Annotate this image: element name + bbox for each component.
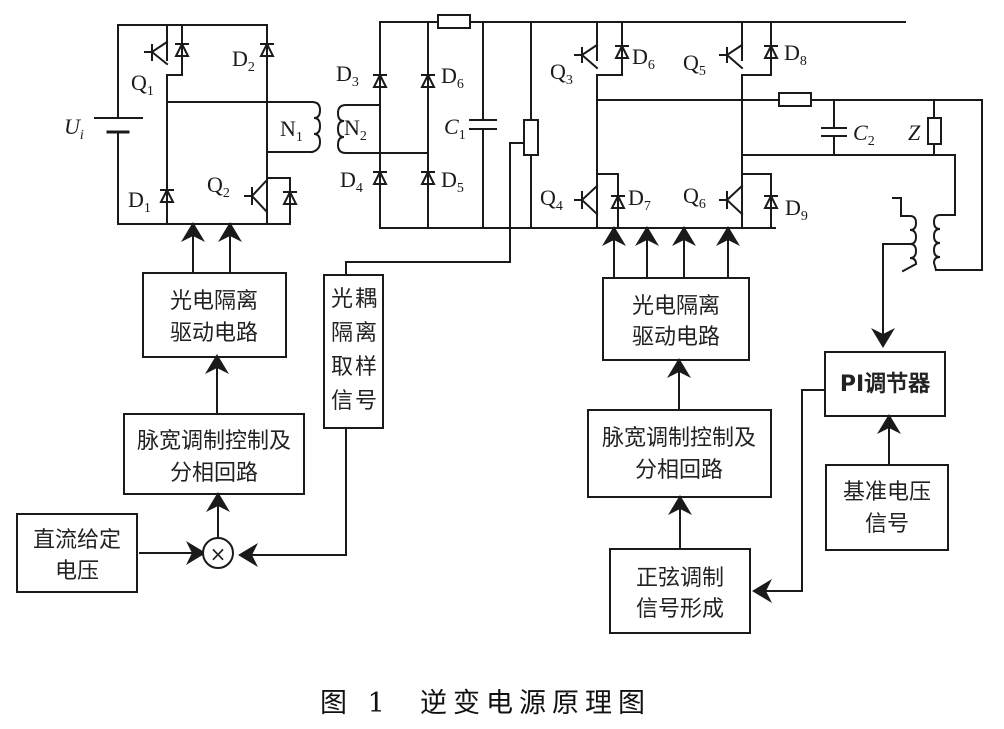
label-d7: D7	[628, 185, 651, 214]
diode-d1-icon	[159, 187, 175, 203]
label-q3: Q3	[550, 59, 573, 88]
label-q6: Q6	[683, 183, 706, 212]
igbt-q6-icon	[719, 184, 744, 216]
right-pwm-line1: 脉宽调制控制及	[602, 426, 756, 451]
pi-regulator-block	[824, 351, 946, 417]
sine-gen-line1: 正弦调制	[636, 566, 724, 591]
component-labels: Ui Q1 D2 N1 D1 Q2 D3 D6 N2 C1 D4 D5 Q3 D…	[64, 40, 921, 224]
label-d5: D5	[441, 167, 464, 196]
pi-label: PI调节器	[840, 372, 931, 397]
left-pwm-block	[123, 413, 305, 495]
diode-d6-rect-icon	[420, 72, 436, 88]
sine-gen-line2: 信号形成	[636, 597, 724, 622]
igbt-q2-icon	[244, 178, 269, 225]
sampling-resistor-icon	[523, 119, 539, 156]
igbt-q3-icon	[574, 43, 599, 70]
label-d6-bridge: D6	[632, 44, 655, 73]
capacitor-c2-icon	[821, 127, 847, 137]
diode-q1-antiparallel-icon	[174, 41, 190, 57]
diode-d7-icon	[610, 193, 626, 209]
label-d8: D8	[784, 40, 807, 69]
left-pwm-line1: 脉宽调制控制及	[137, 429, 291, 454]
diode-d8-icon	[763, 43, 779, 59]
diode-d9-icon	[763, 193, 779, 209]
dc-setpoint-block	[16, 513, 138, 593]
winding-n2-icon	[336, 104, 429, 154]
battery-icon	[94, 117, 143, 134]
dc-setpoint-line1: 直流给定	[33, 528, 121, 553]
right-driver-block	[602, 277, 750, 361]
load-z-icon	[927, 117, 942, 145]
capacitor-c1-icon	[469, 119, 497, 130]
label-ui: Ui	[64, 114, 84, 143]
label-q2: Q2	[207, 172, 230, 201]
label-d4: D4	[340, 167, 363, 196]
diode-d2-icon	[259, 41, 275, 57]
label-d9: D9	[785, 195, 808, 224]
svg-text:耦: 耦	[355, 287, 377, 312]
label-n1: N1	[280, 116, 303, 145]
block-labels: 光电隔离 驱动电路 脉宽调制控制及 分相回路 直流给定 电压 × 光 耦 隔 离…	[33, 287, 931, 622]
label-c1: C1	[444, 114, 466, 143]
diode-d5-icon	[420, 169, 436, 185]
svg-text:信: 信	[331, 389, 353, 414]
right-gate-arrows	[602, 226, 740, 279]
left-driver-line2: 驱动电路	[170, 321, 258, 346]
inverter-bridge	[574, 21, 983, 348]
svg-text:光: 光	[331, 287, 353, 312]
winding-n1-icon	[310, 100, 322, 154]
right-driver-line2: 驱动电路	[632, 325, 720, 350]
left-driver-block	[142, 272, 287, 358]
right-driver-line1: 光电隔离	[632, 294, 720, 319]
reference-block	[825, 464, 949, 551]
output-inductor-icon	[778, 92, 812, 107]
svg-text:隔: 隔	[331, 321, 353, 346]
optocoupler-block	[323, 274, 384, 429]
diode-q2-antiparallel-icon	[282, 189, 298, 205]
svg-text:样: 样	[355, 355, 377, 380]
right-pwm-block	[587, 409, 772, 498]
figure-number: 图 1	[320, 688, 391, 719]
label-d6-rect: D6	[441, 63, 464, 92]
diode-d4-icon	[372, 169, 388, 185]
label-d2: D2	[232, 46, 255, 75]
resistor-top-icon	[437, 14, 471, 29]
label-n2: N2	[344, 115, 367, 144]
dc-setpoint-line2: 电压	[55, 559, 99, 584]
multiplier-icon: ×	[210, 542, 227, 566]
svg-text:号: 号	[355, 389, 377, 414]
transformer-primary-icon	[892, 197, 918, 273]
reference-line1: 基准电压	[843, 480, 931, 505]
left-gate-arrows	[181, 222, 242, 274]
igbt-q4-icon	[574, 184, 599, 216]
label-q5: Q5	[683, 50, 706, 79]
label-d3: D3	[336, 61, 359, 90]
svg-text:离: 离	[355, 321, 377, 346]
multiplier-node	[202, 537, 234, 569]
diode-d6-bridge-icon	[614, 43, 630, 59]
sine-gen-block	[609, 548, 751, 634]
primary-bridge	[94, 24, 322, 225]
right-pwm-line2: 分相回路	[635, 458, 723, 483]
label-q4: Q4	[540, 185, 563, 214]
igbt-q5-icon	[719, 43, 744, 70]
label-q1: Q1	[131, 70, 154, 99]
svg-text:取: 取	[331, 355, 353, 380]
label-z: Z	[908, 120, 921, 145]
left-driver-line1: 光电隔离	[170, 289, 258, 314]
reference-line2: 信号	[865, 512, 909, 537]
label-c2: C2	[853, 120, 875, 149]
igbt-q1-icon	[144, 40, 169, 66]
left-pwm-line2: 分相回路	[170, 461, 258, 486]
diode-d3-icon	[372, 72, 388, 88]
figure-title: 逆变电源原理图	[420, 688, 651, 719]
transformer-secondary-icon	[932, 214, 956, 272]
label-d1: D1	[128, 187, 151, 216]
